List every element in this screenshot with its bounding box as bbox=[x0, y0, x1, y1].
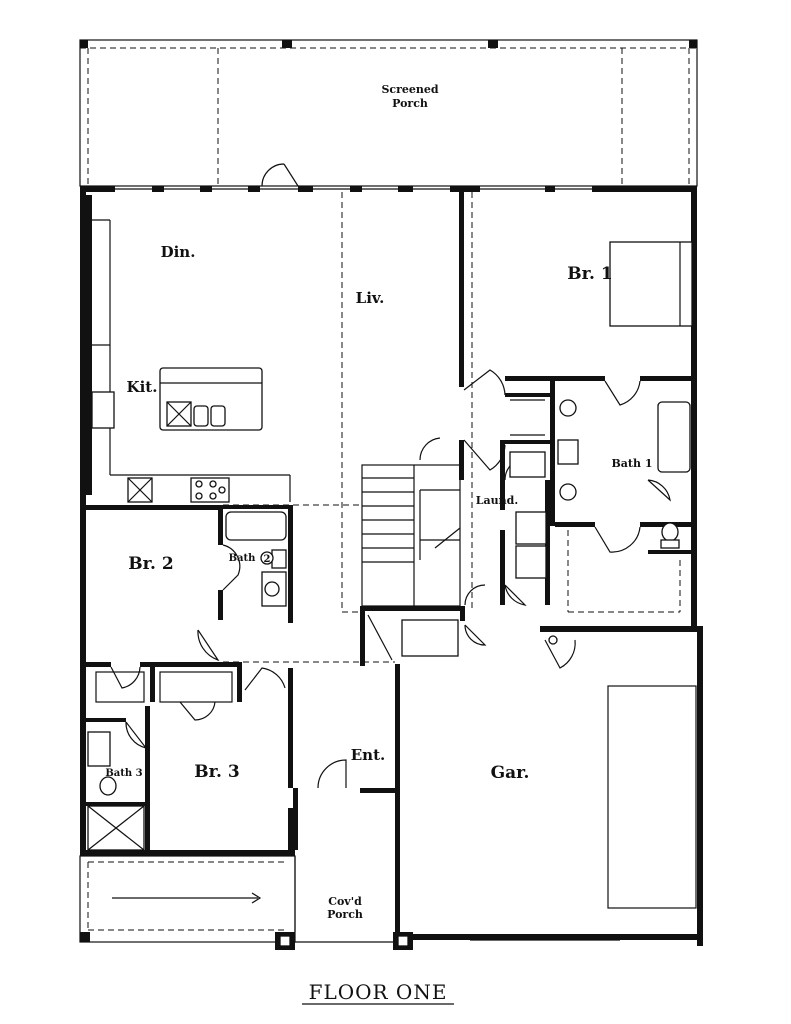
sink-icon bbox=[559, 399, 577, 417]
dining-label: Din. bbox=[161, 243, 196, 261]
covered-porch bbox=[79, 855, 413, 950]
screened-porch-label-1: Screened bbox=[381, 83, 438, 96]
toilet-icon bbox=[99, 776, 117, 796]
primary-bedroom-label: Br. 1 bbox=[567, 264, 612, 284]
sink-icon bbox=[264, 581, 280, 597]
washer-icon bbox=[515, 511, 547, 545]
laundry-fixtures bbox=[509, 451, 547, 579]
doors bbox=[110, 163, 671, 789]
room-labels: Din. Liv. Br. 1 Kit. Bath 1 Laund. Br. 2… bbox=[105, 243, 652, 921]
bedroom2-label: Br. 2 bbox=[128, 554, 173, 574]
closets bbox=[95, 399, 545, 703]
living-label: Liv. bbox=[356, 289, 385, 307]
toilet-icon bbox=[661, 522, 679, 542]
kitchen-label: Kit. bbox=[127, 378, 158, 396]
bath2-label: Bath bbox=[229, 553, 257, 564]
bed-icon bbox=[609, 241, 693, 327]
ceiling-lines bbox=[87, 192, 681, 931]
exterior-walls bbox=[80, 186, 703, 946]
covered-porch-label-1: Cov'd bbox=[328, 895, 362, 908]
bath3-label: Bath 3 bbox=[105, 768, 142, 779]
bedroom3-label: Br. 3 bbox=[194, 762, 239, 782]
covered-porch-label-2: Porch bbox=[327, 908, 363, 921]
garage-fixtures bbox=[548, 635, 697, 909]
bath3-fixtures bbox=[87, 731, 145, 851]
screened-porch-label-2: Porch bbox=[392, 97, 428, 110]
interior-walls bbox=[86, 192, 697, 936]
tub-icon bbox=[657, 401, 691, 473]
laundry-label: Laund. bbox=[476, 494, 518, 507]
bath1-fixtures bbox=[557, 399, 691, 549]
kitchen-fixtures bbox=[91, 219, 291, 503]
plan-title: FLOOR ONE bbox=[302, 980, 454, 1005]
stairs bbox=[361, 464, 461, 661]
bath2-number: 2 bbox=[264, 554, 271, 565]
dryer-icon bbox=[515, 545, 547, 579]
bath1-label: Bath 1 bbox=[612, 457, 653, 470]
plan-title-text: FLOOR ONE bbox=[309, 980, 448, 1004]
sink-icon bbox=[559, 483, 577, 501]
entry-label: Ent. bbox=[351, 746, 386, 764]
bath2-fixtures bbox=[225, 511, 287, 607]
screened-porch: Screened Porch bbox=[79, 39, 698, 187]
garage-label: Gar. bbox=[491, 763, 530, 783]
tub-icon bbox=[225, 511, 287, 541]
